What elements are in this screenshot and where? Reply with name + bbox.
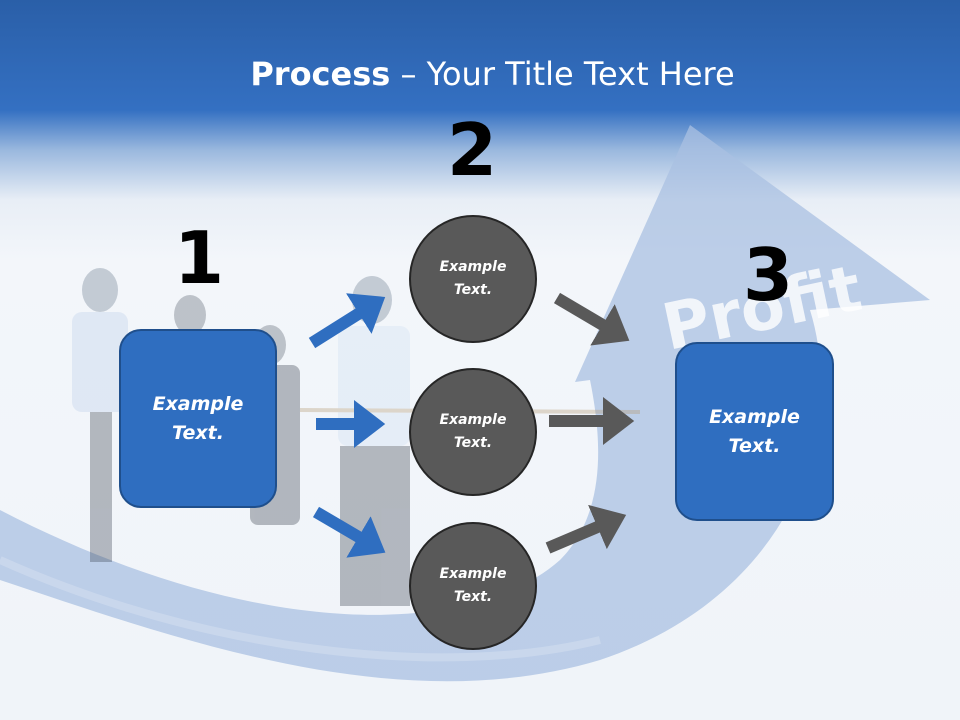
blue-arrow-up [308,293,386,349]
title-bold-part: Process [250,55,391,93]
step-number-1: 1 [173,216,225,300]
step-2-circle-top: Example Text. [409,215,537,343]
step-2-circle-top-text: Example Text. [439,259,507,298]
step-number-3: 3 [742,233,794,317]
step-1-box: Example Text. [119,329,277,508]
step-2-circle-middle: Example Text. [409,368,537,496]
step-3-text: Example Text. [709,405,800,457]
step-number-2: 2 [446,108,498,192]
step-1-text: Example Text. [152,392,244,444]
step-3-box: Example Text. [675,342,834,521]
step-2-circle-middle-text: Example Text. [439,412,507,451]
step-2-circle-bottom: Example Text. [409,522,537,650]
blue-arrow-down [312,506,386,558]
profit-arrow-shape [0,125,930,682]
title-rest-part: – Your Title Text Here [390,55,735,93]
profit-arrow-ribbon [0,556,601,662]
step-2-circle-bottom-text: Example Text. [439,566,507,605]
gray-arrow-up [545,504,627,554]
gray-arrow-down [553,292,630,346]
slide-title: Process – Your Title Text Here [0,52,960,96]
